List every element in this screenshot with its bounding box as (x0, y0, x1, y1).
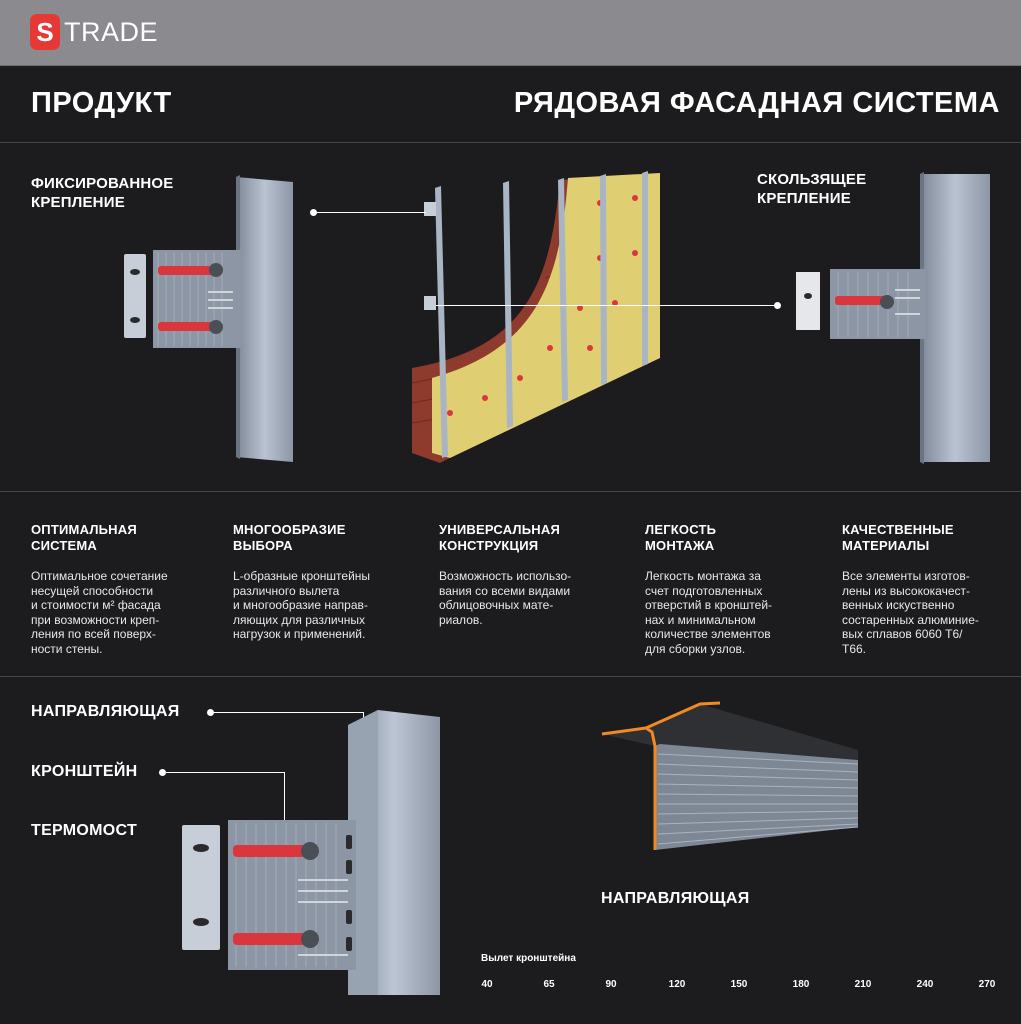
connector-dot (774, 302, 781, 309)
reach-value: 240 (916, 979, 934, 990)
fixed-mount-label-line: КРЕПЛЕНИЕ (31, 194, 125, 211)
reach-value: 150 (730, 979, 748, 990)
feature-text: Все элементы изготов-лены из высококачес… (842, 569, 979, 656)
fixed-mount-label: ФИКСИРОВАННОЕ КРЕПЛЕНИЕ (31, 174, 174, 212)
connector-line (284, 772, 285, 829)
logo-mark: S (30, 14, 60, 50)
bracket-reach-label: Вылет кронштейна (481, 953, 576, 964)
connector-line (314, 212, 426, 213)
page-title: ПРОДУКТ (31, 87, 172, 119)
system-title: РЯДОВАЯ ФАСАДНАЯ СИСТЕМА (513, 87, 1000, 119)
guide-label: НАПРАВЛЯЮЩАЯ (31, 703, 180, 720)
connector-dot (310, 209, 317, 216)
facade-system-illustration (411, 171, 660, 463)
reach-value: 120 (668, 979, 686, 990)
logo-text: TRADE (64, 17, 159, 47)
reach-value: 270 (978, 979, 996, 990)
reach-value: 90 (605, 979, 617, 990)
reach-value: 65 (543, 979, 555, 990)
fixed-mount-label-line: ФИКСИРОВАННОЕ (31, 175, 174, 192)
divider-top (0, 142, 1021, 143)
divider-middle (0, 491, 1021, 492)
feature-text: Возможность использо-вания со всеми вида… (439, 569, 572, 627)
fixed-mount-illustration (124, 175, 293, 462)
sliding-mount-label-line: КРЕПЛЕНИЕ (757, 190, 851, 207)
reach-value: 40 (481, 979, 493, 990)
header-bar (0, 0, 1021, 66)
logo[interactable]: S TRADE (30, 14, 158, 50)
thermal-bridge-label: ТЕРМОМОСТ (31, 822, 138, 839)
guide-profile-label: НАПРАВЛЯЮЩАЯ (601, 890, 750, 907)
guide-profile-illustration (601, 701, 858, 850)
connector-line (211, 712, 364, 713)
connector-dot (159, 769, 166, 776)
sliding-mount-label: СКОЛЬЗЯЩЕЕ КРЕПЛЕНИЕ (757, 170, 866, 208)
bracket-label: КРОНШТЕЙН (31, 763, 138, 780)
divider-bottom (0, 676, 1021, 677)
bracket-reach-scale: 40 65 90 120 150 180 210 240 270 (472, 979, 1012, 993)
sliding-mount-label-line: СКОЛЬЗЯЩЕЕ (757, 171, 867, 188)
sliding-mount-illustration (796, 172, 990, 464)
reach-value: 180 (792, 979, 810, 990)
connector-line (163, 772, 285, 773)
connector-dot (207, 709, 214, 716)
connector-line (436, 305, 776, 306)
bracket-assembly-illustration (182, 710, 440, 995)
reach-value: 210 (854, 979, 872, 990)
